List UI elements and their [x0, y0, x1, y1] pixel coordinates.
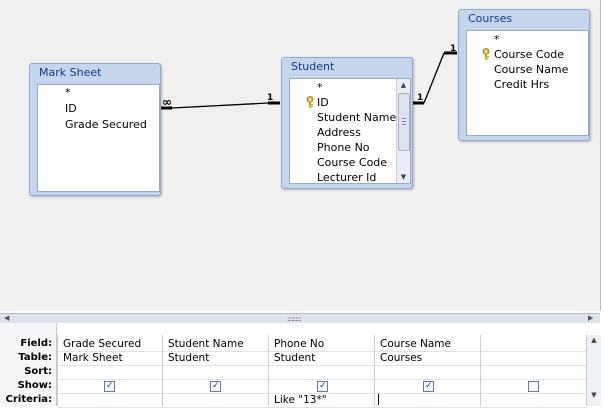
- grid-cell-sort[interactable]: [269, 365, 375, 380]
- grid-column[interactable]: [480, 335, 587, 408]
- field-item[interactable]: Course Code: [494, 48, 565, 61]
- primary-key-icon: [306, 96, 314, 108]
- scroll-down-arrow-icon[interactable]: ▼: [591, 391, 597, 399]
- grid-cell-field[interactable]: [481, 337, 586, 352]
- join-student-courses[interactable]: [412, 51, 457, 105]
- grid-cell-field[interactable]: Student Name: [163, 337, 269, 352]
- field-item[interactable]: Phone No: [317, 141, 370, 154]
- table-student[interactable]: Student * ID Student Name Address Phone …: [281, 57, 413, 189]
- relationship-canvas: ∞ 1 1 1 Mark Sheet * ID Grade Secured St…: [0, 0, 601, 311]
- field-item[interactable]: Address: [317, 126, 361, 139]
- show-checkbox[interactable]: [528, 381, 539, 392]
- scroll-up-arrow-icon[interactable]: ▲: [591, 336, 597, 344]
- checkmark-icon: ✓: [106, 381, 114, 391]
- field-item[interactable]: *: [494, 33, 500, 46]
- table-title[interactable]: Courses: [468, 12, 513, 25]
- grid-cell-sort[interactable]: [58, 365, 163, 380]
- show-checkbox[interactable]: ✓: [210, 381, 221, 392]
- relation-label-many: ∞: [162, 95, 172, 109]
- grid-cell-table[interactable]: Mark Sheet: [58, 351, 163, 366]
- grid-cell-show: ✓: [269, 379, 375, 394]
- show-checkbox[interactable]: ✓: [104, 381, 115, 392]
- primary-key-icon: [482, 48, 490, 60]
- checkmark-icon: ✓: [319, 381, 327, 391]
- text-cursor: [378, 394, 379, 405]
- join-marksheet-student[interactable]: [160, 101, 280, 110]
- grid-vertical-scrollbar[interactable]: ▲ ▼: [586, 335, 601, 406]
- row-label-sort: Sort:: [24, 366, 52, 377]
- grid-cell-field[interactable]: Grade Secured: [58, 337, 163, 352]
- relation-label-one-student-right: 1: [417, 93, 423, 103]
- grid-cell-show: [481, 379, 586, 394]
- scroll-thumb[interactable]: [398, 93, 410, 151]
- checkmark-icon: ✓: [212, 381, 220, 391]
- grid-cell-sort[interactable]: [163, 365, 269, 380]
- grid-cell-table[interactable]: Student: [269, 351, 375, 366]
- grid-cell-table[interactable]: [481, 351, 586, 366]
- row-label-criteria: Criteria:: [5, 394, 52, 405]
- grid-row-labels: Field: Table: Sort: Show: Criteria:: [0, 323, 57, 406]
- show-checkbox[interactable]: ✓: [423, 381, 434, 392]
- row-label-table: Table:: [18, 352, 52, 363]
- row-label-field: Field:: [20, 338, 52, 349]
- field-list-scrollbar[interactable]: ▲ ▼: [396, 79, 410, 183]
- scroll-up-arrow-icon[interactable]: ▲: [400, 81, 407, 89]
- grid-column[interactable]: Grade Secured Mark Sheet ✓: [57, 335, 163, 408]
- grid-cell-show: ✓: [58, 379, 163, 394]
- relation-label-one-student: 1: [267, 93, 273, 103]
- grid-cell-table[interactable]: Student: [163, 351, 269, 366]
- field-list: * Course Code Course Name Credit Hrs: [466, 30, 589, 136]
- query-design-grid: Field: Table: Sort: Show: Criteria: Grad…: [0, 323, 601, 408]
- scroll-left-arrow-icon[interactable]: ◀: [4, 314, 10, 322]
- grid-column[interactable]: Phone No Student ✓ Like "13*": [268, 335, 375, 408]
- splitter-grip-icon[interactable]: ::::::::::: [287, 315, 302, 323]
- grid-cell-field[interactable]: Phone No: [269, 337, 375, 352]
- table-mark-sheet[interactable]: Mark Sheet * ID Grade Secured: [29, 63, 161, 196]
- field-item[interactable]: ID: [317, 96, 329, 109]
- show-checkbox[interactable]: ✓: [317, 381, 328, 392]
- field-item[interactable]: Grade Secured: [65, 118, 147, 131]
- scroll-right-arrow-icon[interactable]: ▶: [588, 314, 594, 322]
- table-courses[interactable]: Courses * Course Code Course Name Credit…: [458, 9, 590, 141]
- field-list: * ID Grade Secured: [37, 84, 160, 192]
- grid-cell-show: ✓: [163, 379, 269, 394]
- checkmark-icon: ✓: [425, 381, 433, 391]
- grid-cell-sort[interactable]: [375, 365, 481, 380]
- grid-column[interactable]: Course Name Courses ✓: [374, 335, 481, 408]
- join-lines: ∞ 1 1 1: [160, 44, 457, 110]
- grid-cell-field[interactable]: Course Name: [375, 337, 481, 352]
- scroll-down-arrow-icon[interactable]: ▼: [400, 173, 407, 181]
- field-item[interactable]: Lecturer Id: [317, 171, 377, 184]
- relation-label-one-courses: 1: [450, 44, 456, 54]
- field-item[interactable]: Course Name: [494, 63, 569, 76]
- field-item[interactable]: *: [317, 81, 323, 94]
- field-item[interactable]: Student Name: [317, 111, 397, 124]
- field-item[interactable]: ID: [65, 102, 77, 115]
- grid-cell-sort[interactable]: [481, 365, 586, 380]
- table-title[interactable]: Mark Sheet: [39, 66, 102, 79]
- table-title[interactable]: Student: [291, 60, 335, 73]
- field-item[interactable]: *: [65, 86, 71, 99]
- field-list: * ID Student Name Address Phone No Cours…: [289, 78, 411, 184]
- grid-column[interactable]: Student Name Student ✓: [162, 335, 269, 408]
- field-item[interactable]: Credit Hrs: [494, 78, 550, 91]
- row-label-show: Show:: [17, 380, 52, 391]
- grid-cell-show: ✓: [375, 379, 481, 394]
- grid-cell-table[interactable]: Courses: [375, 351, 481, 366]
- field-item[interactable]: Course Code: [317, 156, 388, 169]
